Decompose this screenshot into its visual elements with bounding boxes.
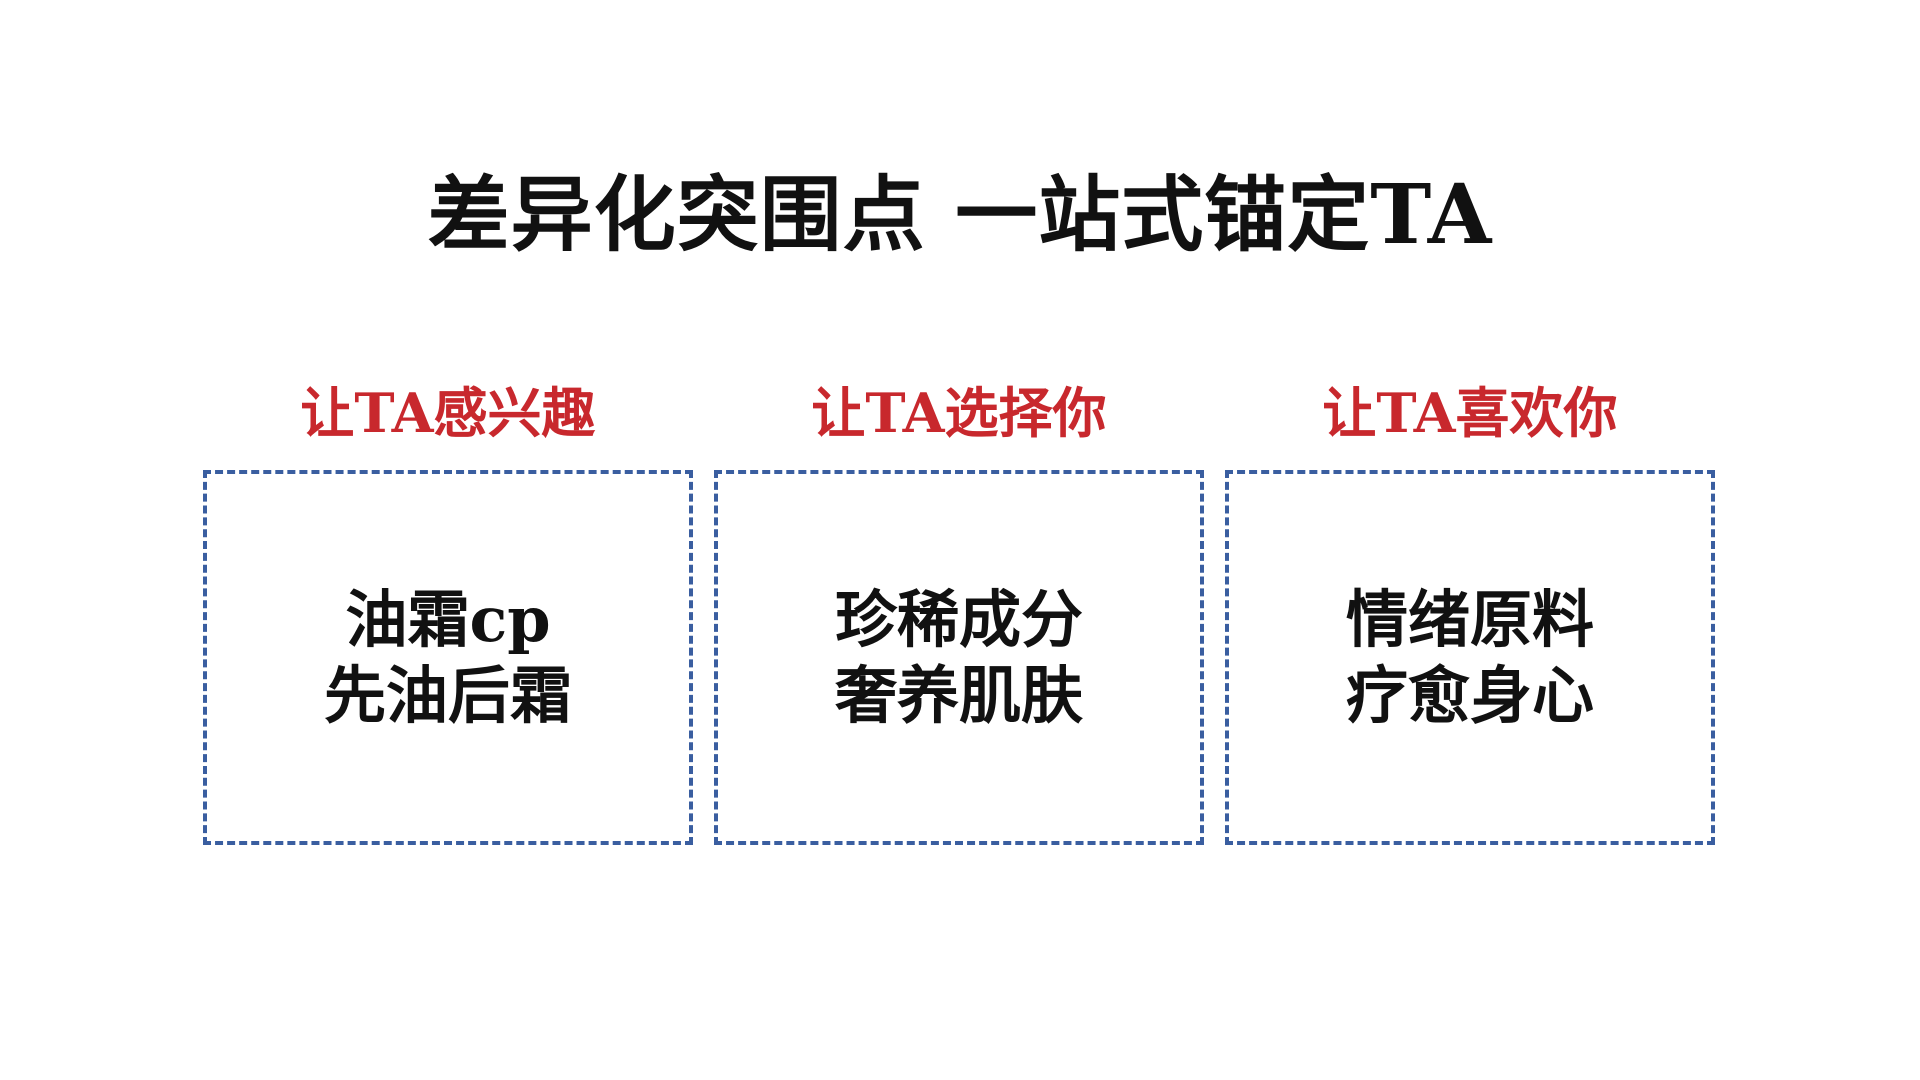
column-line: 疗愈身心 [1345, 658, 1594, 732]
column-box-choose: 珍稀成分 奢养肌肤 [714, 470, 1204, 845]
column-box-interest: 油霜cp 先油后霜 [203, 470, 693, 845]
column-line: 情绪原料 [1345, 582, 1594, 656]
column-line: 珍稀成分 [834, 582, 1083, 656]
slide-title: 差异化突围点 一站式锚定TA [427, 167, 1493, 263]
column-line: 先油后霜 [323, 658, 572, 732]
column-text-like: 情绪原料 疗愈身心 [1346, 582, 1594, 734]
column-heading-like: 让TA喜欢你 [1322, 381, 1618, 445]
column-heading-choose: 让TA选择你 [811, 381, 1107, 445]
column-text-interest: 油霜cp 先油后霜 [324, 582, 572, 734]
column-text-choose: 珍稀成分 奢养肌肤 [835, 582, 1083, 734]
column-heading-interest: 让TA感兴趣 [300, 381, 596, 445]
column-line: 油霜cp [345, 582, 551, 656]
column-box-like: 情绪原料 疗愈身心 [1225, 470, 1715, 845]
column-line: 奢养肌肤 [834, 658, 1083, 732]
